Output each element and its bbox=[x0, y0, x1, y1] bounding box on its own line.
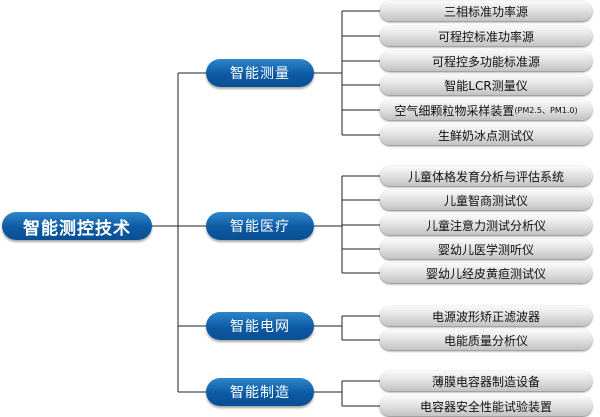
category-label: 智能制造 bbox=[230, 385, 290, 401]
leaf-label: 电源波形矫正滤波器 bbox=[431, 309, 540, 324]
category-smart-medical: 智能医疗 bbox=[206, 212, 314, 240]
leaf-label: 可程控标准功率源 bbox=[437, 29, 534, 44]
leaf-item: 婴幼儿医学测听仪 bbox=[380, 239, 592, 259]
leaf-label: 婴幼儿经皮黄疸测试仪 bbox=[425, 266, 546, 281]
leaf-label: 三相标准功率源 bbox=[443, 4, 528, 19]
leaf-item: 婴幼儿经皮黄疸测试仪 bbox=[380, 263, 592, 283]
leaf-item: 儿童体格发育分析与评估系统 bbox=[380, 166, 592, 186]
category-smart-manufacturing: 智能制造 bbox=[206, 378, 314, 406]
leaf-item: 电源波形矫正滤波器 bbox=[380, 306, 592, 326]
leaf-item: 智能LCR测量仪 bbox=[380, 75, 592, 95]
leaf-label: 生鲜奶冰点测试仪 bbox=[437, 128, 534, 143]
leaf-label: 空气细颗粒物采样装置 bbox=[394, 103, 515, 118]
leaf-item: 儿童注意力测试分析仪 bbox=[380, 215, 592, 235]
leaf-label: 婴幼儿医学测听仪 bbox=[437, 242, 534, 257]
leaf-item: 电能质量分析仪 bbox=[380, 330, 592, 350]
root-node: 智能测控技术 bbox=[2, 212, 152, 240]
leaf-label-suffix: (PM2.5、PM1.0) bbox=[514, 105, 578, 115]
leaf-label: 薄膜电容器制造设备 bbox=[431, 374, 540, 389]
leaf-label: 儿童智商测试仪 bbox=[443, 193, 528, 208]
leaf-label: 电能质量分析仪 bbox=[443, 333, 528, 348]
leaf-item: 可程控标准功率源 bbox=[380, 26, 592, 46]
leaf-item: 空气细颗粒物采样装置(PM2.5、PM1.0) bbox=[380, 100, 592, 120]
leaf-item: 三相标准功率源 bbox=[380, 1, 592, 21]
leaf-item: 儿童智商测试仪 bbox=[380, 190, 592, 210]
category-smart-grid: 智能电网 bbox=[206, 312, 314, 340]
leaf-item: 生鲜奶冰点测试仪 bbox=[380, 125, 592, 145]
leaf-item: 薄膜电容器制造设备 bbox=[380, 371, 592, 391]
leaf-label: 电容器安全性能试验装置 bbox=[419, 399, 552, 414]
leaf-label: 可程控多功能标准源 bbox=[431, 54, 540, 69]
leaf-label: 智能LCR测量仪 bbox=[444, 78, 528, 93]
category-label: 智能测量 bbox=[230, 66, 290, 82]
leaf-item: 电容器安全性能试验装置 bbox=[380, 396, 592, 416]
leaf-item: 可程控多功能标准源 bbox=[380, 51, 592, 71]
root-label: 智能测控技术 bbox=[23, 218, 131, 239]
leaf-label: 儿童注意力测试分析仪 bbox=[425, 218, 546, 233]
leaf-label: 儿童体格发育分析与评估系统 bbox=[407, 169, 564, 184]
category-label: 智能电网 bbox=[230, 319, 290, 335]
category-smart-measurement: 智能测量 bbox=[206, 59, 314, 87]
category-label: 智能医疗 bbox=[230, 219, 290, 235]
